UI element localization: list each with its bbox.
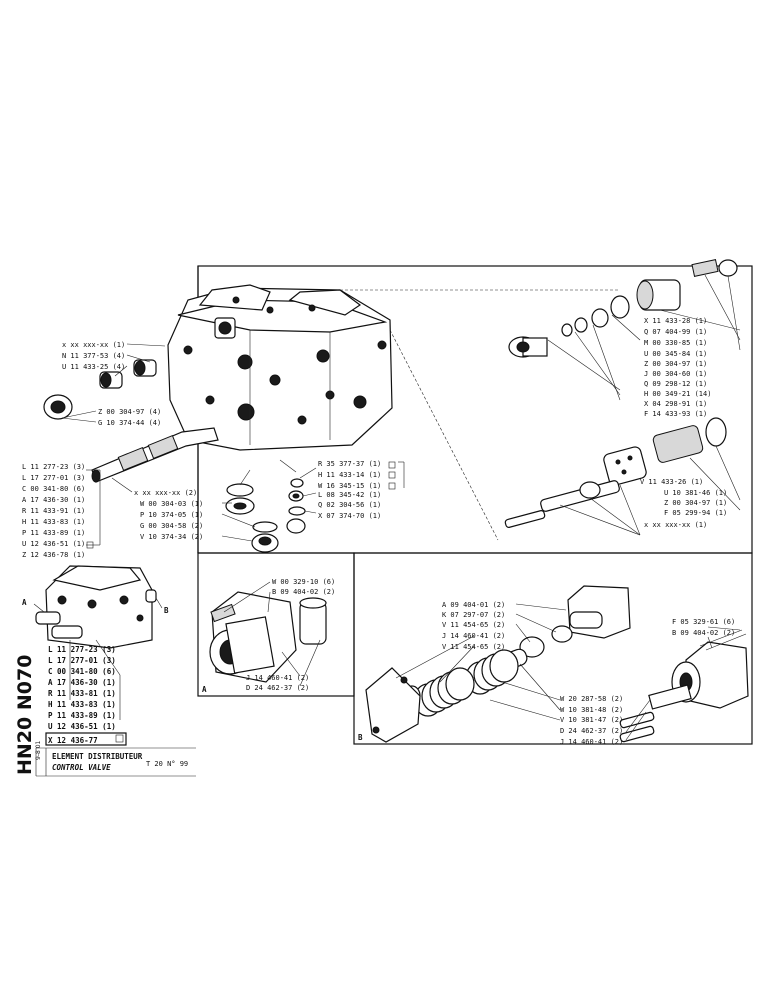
center-right-label: L 08 345-42 (1) bbox=[318, 491, 381, 499]
main-label: G 10 374-44 (4) bbox=[98, 419, 161, 427]
panel-b-label: V 11 454-65 (2) bbox=[442, 643, 505, 651]
top-right-label: X 04 298-91 (1) bbox=[644, 400, 707, 408]
center-right-label: W 16 345-15 (1) bbox=[318, 482, 381, 490]
top-right-label: H 00 349-21 (14) bbox=[644, 390, 711, 398]
top-right-label: F 14 433-93 (1) bbox=[644, 410, 707, 418]
plug-assembly-left bbox=[43, 359, 157, 420]
left-list-label: P 11 433-89 (1) bbox=[22, 529, 85, 537]
panel-b-label: K 07 297-07 (2) bbox=[442, 611, 505, 619]
top-right-label: X 11 433-28 (1) bbox=[644, 317, 707, 325]
main-label: N 11 377-53 (4) bbox=[62, 352, 125, 360]
panel-a-label: W 00 329-10 (6) bbox=[272, 578, 335, 586]
panel-a-label: J 14 460-41 (2) bbox=[246, 674, 309, 682]
view-marker-b: B bbox=[164, 606, 169, 615]
top-right-label: M 00 330-85 (1) bbox=[644, 339, 707, 347]
overview-label: C 00 341-80 (6) bbox=[48, 667, 116, 676]
left-list-label: L 11 277-23 (3) bbox=[22, 463, 85, 471]
panel-b-label: V 11 454-65 (2) bbox=[442, 621, 505, 629]
check-valve-parts bbox=[504, 417, 727, 528]
left-list-label: C 00 341-80 (6) bbox=[22, 485, 85, 493]
top-right-label: Q 07 404-99 (1) bbox=[644, 328, 707, 336]
panel-b-label: A 09 404-01 (2) bbox=[442, 601, 505, 609]
panel-b-leaders bbox=[395, 603, 741, 741]
panel-a-drawing bbox=[209, 591, 327, 683]
overview-boxed-label: X 12 436-77 bbox=[48, 736, 98, 745]
left-list-label: A 17 436-30 (1) bbox=[22, 496, 85, 504]
mid-right-label: Z 00 304-97 (1) bbox=[664, 499, 727, 507]
panel-b-frame bbox=[353, 552, 753, 745]
panel-b-tag: B bbox=[358, 733, 363, 742]
left-list-label: Z 12 436-78 (1) bbox=[22, 551, 85, 559]
panel-b-label: W 20 287-58 (2) bbox=[560, 695, 623, 703]
left-list-label: R 11 433-91 (1) bbox=[22, 507, 85, 515]
overview-label: A 17 436-30 (1) bbox=[48, 678, 116, 687]
panel-a-leaders bbox=[223, 581, 321, 687]
center-right-label: X 07 374-70 (1) bbox=[318, 512, 381, 520]
spool-label: x xx xxx-xx (2) bbox=[134, 489, 197, 497]
left-list-label: H 11 433-83 (1) bbox=[22, 518, 85, 526]
main-label: x xx xxx-xx (1) bbox=[62, 341, 125, 349]
control-valve-block bbox=[167, 284, 393, 451]
mid-right-label: V 11 433-26 (1) bbox=[640, 478, 703, 486]
left-list-label: L 17 277-01 (3) bbox=[22, 474, 85, 482]
overview-label: U 12 436-51 (1) bbox=[48, 722, 116, 731]
panel-a-label: D 24 462-37 (2) bbox=[246, 684, 309, 692]
mid-right-label: F 05 299-94 (1) bbox=[664, 509, 727, 517]
view-marker-a: A bbox=[22, 598, 27, 607]
main-label: U 11 433-25 (4) bbox=[62, 363, 125, 371]
panel-b-label: J 14 460-41 (2) bbox=[442, 632, 505, 640]
center-left-label: W 00 304-03 (1) bbox=[140, 500, 203, 508]
overview-label: R 11 433-81 (1) bbox=[48, 689, 116, 698]
side-code: HN20 N070 bbox=[14, 655, 36, 775]
center-right-label: R 35 377-37 (1) bbox=[318, 460, 381, 468]
main-label: Z 00 304-97 (4) bbox=[98, 408, 161, 416]
center-right-label: Q 02 304-56 (1) bbox=[318, 501, 381, 509]
panel-b-label: W 10 381-48 (2) bbox=[560, 706, 623, 714]
panel-a-tag: A bbox=[202, 685, 207, 694]
center-left-label: V 10 374-34 (2) bbox=[140, 533, 203, 541]
overview-label: P 11 433-89 (1) bbox=[48, 711, 116, 720]
relief-valve-parts bbox=[508, 259, 738, 358]
panel-a-label: B 09 404-02 (2) bbox=[272, 588, 335, 596]
top-right-label: U 00 345-84 (1) bbox=[644, 350, 707, 358]
overview-valve-drawing bbox=[33, 565, 163, 720]
panel-b-label: D 24 462-37 (2) bbox=[560, 727, 623, 735]
leader-lines bbox=[61, 274, 741, 542]
sheet-reference: T 20 N° 99 bbox=[146, 760, 188, 768]
center-right-label: H 11 433-14 (1) bbox=[318, 471, 381, 479]
mid-right-label: x xx xxx-xx (1) bbox=[644, 521, 707, 529]
mid-right-label: U 10 381-46 (1) bbox=[664, 489, 727, 497]
top-right-label: Q 09 298-12 (1) bbox=[644, 380, 707, 388]
left-list-bracket bbox=[86, 461, 405, 549]
left-list-label: U 12 436-51 (1) bbox=[22, 540, 85, 548]
side-small-code: 9-8 01 bbox=[35, 740, 42, 760]
center-left-label: G 00 304-58 (2) bbox=[140, 522, 203, 530]
panel-b-label: V 10 381-47 (2) bbox=[560, 716, 623, 724]
panel-b-label: F 05 329-61 (6) bbox=[672, 618, 735, 626]
cap-parts-center bbox=[225, 478, 306, 553]
panel-b-label: B 09 404-02 (2) bbox=[672, 629, 735, 637]
overview-label: L 17 277-01 (3) bbox=[48, 656, 116, 665]
center-left-label: P 10 374-05 (1) bbox=[140, 511, 203, 519]
spool bbox=[91, 427, 219, 483]
overview-boxed-frame bbox=[45, 732, 127, 746]
overview-label: L 11 277-23 (3) bbox=[48, 645, 116, 654]
panel-b-drawing bbox=[365, 585, 749, 743]
panel-b-label: J 14 460-41 (2) bbox=[560, 738, 623, 746]
title-english: CONTROL VALVE bbox=[52, 763, 111, 772]
top-right-label: Z 00 304-97 (1) bbox=[644, 360, 707, 368]
overview-label: H 11 433-83 (1) bbox=[48, 700, 116, 709]
title-french: ELEMENT DISTRIBUTEUR bbox=[52, 752, 143, 761]
top-right-label: J 00 304-60 (1) bbox=[644, 370, 707, 378]
